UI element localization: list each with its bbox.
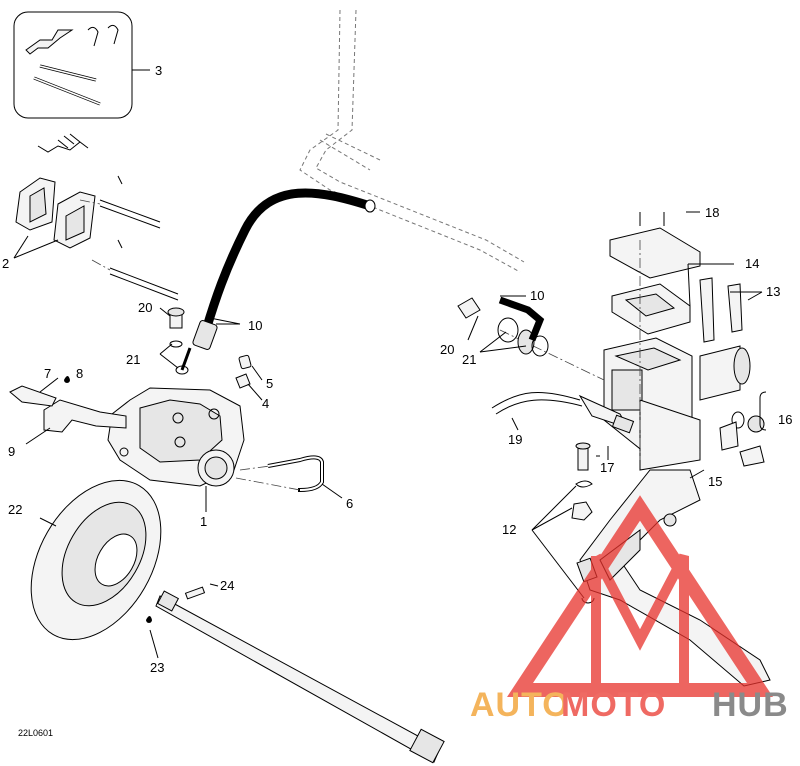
callout-3: 3 (155, 63, 162, 78)
callout-1: 1 (200, 514, 207, 529)
watermark-part-auto: AUTO (470, 686, 570, 724)
bleeder-parts (235, 354, 263, 401)
left-leader-lines (25, 307, 241, 623)
axle-shaft (149, 586, 445, 764)
lever-pivot-parts (531, 442, 600, 604)
callout-17: 17 (600, 460, 614, 475)
brake-hose (180, 188, 376, 371)
callout-13: 13 (766, 284, 780, 299)
watermark-part-hub: HUB (712, 686, 789, 724)
callout-8: 8 (76, 366, 83, 381)
brake-pads (13, 133, 179, 301)
brake-caliper (107, 387, 245, 512)
brake-disc (30, 479, 162, 641)
callout-22: 22 (8, 502, 22, 517)
callout-2: 2 (2, 256, 9, 271)
callout-9: 9 (8, 444, 15, 459)
callout-14: 14 (745, 256, 759, 271)
banjo-right (457, 296, 549, 357)
callout-labels: 3 2 20 10 21 7 8 5 4 9 6 22 1 24 23 18 1… (2, 63, 792, 675)
watermark-triangle-logo (507, 495, 773, 697)
callout-20-left: 20 (138, 300, 152, 315)
callout-10-left: 10 (248, 318, 262, 333)
callout-4: 4 (262, 396, 269, 411)
callout-21-right: 21 (462, 352, 476, 367)
callout-15: 15 (708, 474, 722, 489)
handlebar-ghost (299, 9, 525, 273)
callout-16: 16 (778, 412, 792, 427)
watermark-text: AUTO MOTO HUB (470, 686, 789, 724)
callout-7: 7 (44, 366, 51, 381)
caliper-bracket (9, 377, 127, 433)
callout-20-right: 20 (440, 342, 454, 357)
callout-12: 12 (502, 522, 516, 537)
callout-10-right: 10 (530, 288, 544, 303)
pin-kit-box (13, 11, 150, 119)
banjo-left (159, 307, 189, 375)
callout-5: 5 (266, 376, 273, 391)
callout-6: 6 (346, 496, 353, 511)
right-leader-lines (467, 211, 767, 460)
callout-24: 24 (220, 578, 234, 593)
callout-23: 23 (150, 660, 164, 675)
diagram-code: 22L0601 (18, 728, 53, 738)
brake-line-fitting (235, 455, 343, 499)
callout-21-left: 21 (126, 352, 140, 367)
callout-19: 19 (508, 432, 522, 447)
brake-switch (491, 391, 635, 434)
callout-18: 18 (705, 205, 719, 220)
master-cylinder (499, 212, 765, 471)
watermark-part-moto: MOTO (561, 686, 666, 724)
